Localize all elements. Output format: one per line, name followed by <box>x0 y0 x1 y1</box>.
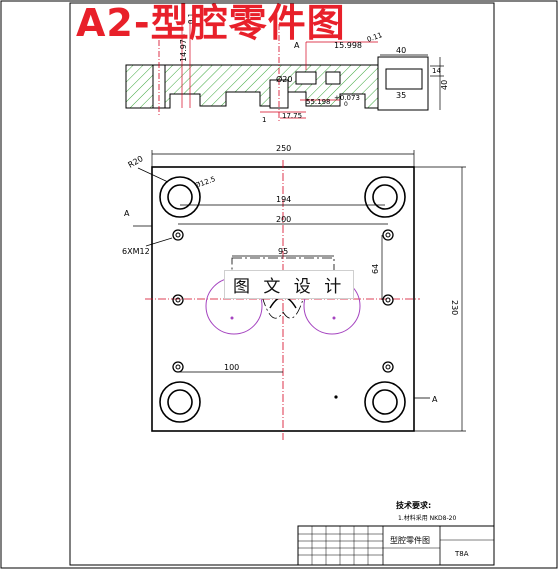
screw-holes <box>172 229 394 373</box>
dim-194: 194 <box>276 195 291 204</box>
dim-230: 230 <box>450 300 459 315</box>
guide-bushing-br <box>364 381 406 423</box>
dim-phi20: Ø20 <box>276 74 292 84</box>
dim-64: 64 <box>371 264 380 274</box>
section-marker-a-left: A <box>124 209 130 218</box>
dim-tolerance: +0.073 <box>334 94 360 102</box>
guide-bushing-tr <box>364 176 406 218</box>
watermark: 图 文 设 计 <box>224 270 355 299</box>
dim-1775: 17.75 <box>282 112 302 120</box>
dim-40-top: 40 <box>396 46 406 55</box>
frame-border <box>69 2 495 566</box>
guide-bushing-bl <box>159 381 201 423</box>
dim-40-side: 40 <box>440 80 449 90</box>
plan-view: 250 230 194 200 <box>122 144 466 440</box>
dim-zero: 0 <box>344 101 348 108</box>
construction-dot <box>332 316 336 320</box>
titleblock-name: 型腔零件图 <box>390 535 430 545</box>
dim-14976: 14.976 <box>179 34 188 62</box>
section-label-a: A <box>294 41 300 50</box>
dim-95: 95 <box>278 247 288 256</box>
dim-100: 100 <box>224 363 239 372</box>
dim-55198: 55.198 <box>306 98 331 106</box>
section-pocket-1 <box>295 71 317 85</box>
locator-dot <box>334 395 338 399</box>
section-pocket-2 <box>325 71 341 85</box>
section-marker-a-right: A <box>432 395 438 404</box>
drawing-title: A2-型腔零件图 <box>76 1 346 45</box>
titleblock-code: T8A <box>454 550 469 558</box>
dim-one: 1 <box>262 116 266 124</box>
leader-thread <box>145 237 173 247</box>
section-boss-pocket <box>385 68 423 90</box>
dim-35: 35 <box>396 91 406 100</box>
guide-bushing-tl <box>159 176 201 218</box>
section-view: A 14.976 0.1 15.998 0.11 40 14 40 35 Ø20… <box>125 13 449 124</box>
dim-15998: 15.998 <box>334 41 362 50</box>
notes-line1: 1.材料采用 NKD8-20 <box>398 514 456 522</box>
construction-dot <box>230 316 234 320</box>
notes-title: 技术要求: <box>396 500 431 510</box>
dim-phi125: Ø12.5 <box>194 175 217 190</box>
leader-r20 <box>137 167 169 183</box>
dim-250: 250 <box>276 144 291 153</box>
dim-r20: R20 <box>127 154 145 170</box>
dim-200: 200 <box>276 215 291 224</box>
dim-14-right: 14 <box>432 67 441 75</box>
thread-spec: 6XM12 <box>122 247 150 256</box>
title-block: 型腔零件图 T8A <box>297 525 495 566</box>
dim-0-1: 0.1 <box>187 13 195 24</box>
